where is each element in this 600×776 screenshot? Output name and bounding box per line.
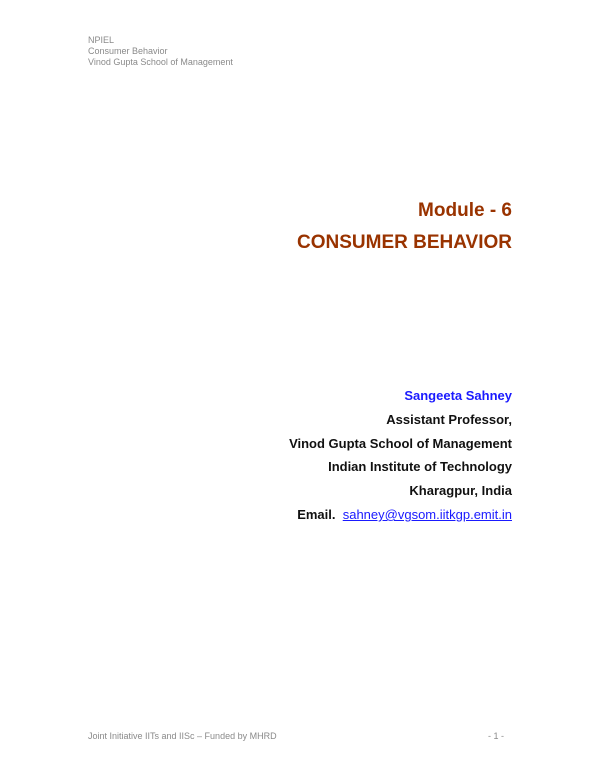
author-institute: Indian Institute of Technology <box>328 459 512 474</box>
header-line: Consumer Behavior <box>88 46 168 56</box>
header-line: Vinod Gupta School of Management <box>88 57 233 67</box>
subject-title: CONSUMER BEHAVIOR <box>297 232 512 253</box>
footer-text: Joint Initiative IITs and IISc – Funded … <box>88 731 277 741</box>
author-location: Kharagpur, India <box>409 483 512 498</box>
page-number: - 1 - <box>487 731 504 741</box>
email-label: Email. <box>297 507 336 522</box>
author-school: Vinod Gupta School of Management <box>289 436 512 451</box>
header-line: NPIEL <box>88 35 115 45</box>
author-email-line: Email. sahney@vgsom.iitkgp.emit.in <box>297 507 512 522</box>
author-position: Assistant Professor, <box>386 412 512 427</box>
email-link[interactable]: sahney@vgsom.iitkgp.emit.in <box>342 507 512 522</box>
module-title: Module - 6 <box>418 200 512 221</box>
author-name: Sangeeta Sahney <box>404 388 512 403</box>
